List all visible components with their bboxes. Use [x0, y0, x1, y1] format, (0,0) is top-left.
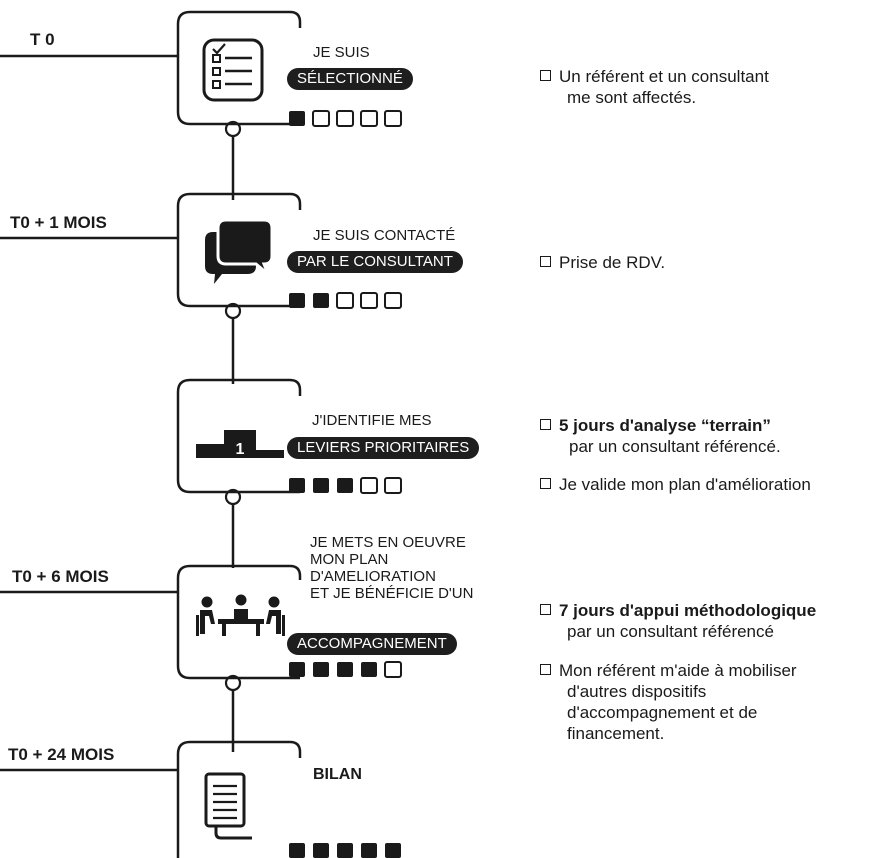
- step-box: [176, 564, 302, 680]
- step-heading: MON PLAN: [310, 551, 389, 568]
- step-pill: SÉLECTIONNÉ: [287, 68, 413, 90]
- podium-icon: [196, 430, 284, 458]
- progress-square-empty: [336, 110, 354, 127]
- checkbox-icon: [540, 478, 551, 489]
- progress-square-filled: [385, 843, 401, 858]
- detail-item: Mon référent m'aide à mobiliser d'autres…: [540, 660, 797, 744]
- step-pill: LEVIERS PRIORITAIRES: [287, 437, 480, 459]
- progress-square-filled: [313, 478, 329, 493]
- progress-square-empty: [384, 110, 402, 127]
- progress-square-empty: [384, 292, 402, 309]
- step-heading: JE METS EN OEUVRE: [310, 534, 466, 551]
- chat-bubbles-icon: [205, 218, 274, 284]
- connector-node: [224, 674, 242, 692]
- progress-square-empty: [312, 110, 330, 127]
- progress-square-filled: [337, 662, 353, 677]
- detail-item: 5 jours d'analyse “terrain” par un consu…: [540, 415, 781, 457]
- step-heading-bilan: BILAN: [313, 766, 362, 783]
- step-pill: ACCOMPAGNEMENT: [287, 633, 457, 655]
- step-heading: JE SUIS CONTACTÉ: [313, 227, 456, 244]
- connector-node: [224, 120, 242, 138]
- checkbox-icon: [540, 70, 551, 81]
- progress-square-empty: [384, 661, 402, 678]
- detail-item: Prise de RDV.: [540, 252, 665, 273]
- step-heading: ET JE BÉNÉFICIE D'UN: [310, 585, 474, 602]
- detail-item: 7 jours d'appui méthodologique par un co…: [540, 600, 816, 642]
- time-label-t6: T0 + 6 MOIS: [12, 567, 109, 586]
- step-box: [176, 378, 302, 494]
- progress-square-filled: [289, 478, 305, 493]
- checklist-icon: [202, 38, 264, 102]
- progress-square-filled: [289, 662, 305, 677]
- checkbox-icon: [540, 664, 551, 675]
- progress-square-filled: [337, 478, 353, 493]
- progress-square-empty: [360, 477, 378, 494]
- progress-square-filled: [313, 662, 329, 677]
- detail-item: Je valide mon plan d'amélioration: [540, 474, 811, 495]
- step-heading: D'AMELIORATION: [310, 568, 436, 585]
- checkbox-icon: [540, 604, 551, 615]
- progress-square-empty: [384, 477, 402, 494]
- progress-square-filled: [313, 843, 329, 858]
- checkbox-icon: [540, 419, 551, 430]
- progress-square-filled: [289, 293, 305, 308]
- time-label-t24: T0 + 24 MOIS: [8, 745, 115, 764]
- progress-square-filled: [313, 293, 329, 308]
- step-heading: JE SUIS: [313, 44, 370, 61]
- progress-square-empty: [360, 110, 378, 127]
- progress-square-filled: [361, 843, 377, 858]
- progress-square-empty: [336, 292, 354, 309]
- step-box: [176, 10, 302, 126]
- checkbox-icon: [540, 256, 551, 267]
- step-box: [176, 740, 302, 858]
- time-label-t0: T 0: [30, 30, 55, 49]
- progress-square-filled: [289, 111, 305, 126]
- documents-icon: [204, 772, 252, 840]
- detail-item: Un référent et un consultant me sont aff…: [540, 66, 769, 108]
- progress-square-filled: [361, 662, 377, 677]
- time-label-t1: T0 + 1 MOIS: [10, 213, 107, 232]
- connector-node: [224, 488, 242, 506]
- progress-square-filled: [289, 843, 305, 858]
- meeting-icon: [196, 594, 285, 636]
- progress-indicators: [289, 110, 402, 858]
- step-heading: J'IDENTIFIE MES: [312, 412, 432, 429]
- step-box: [176, 192, 302, 308]
- podium-number: 1: [236, 441, 245, 458]
- progress-square-filled: [337, 843, 353, 858]
- connector-node: [224, 302, 242, 320]
- progress-square-empty: [360, 292, 378, 309]
- step-pill: PAR LE CONSULTANT: [287, 251, 463, 273]
